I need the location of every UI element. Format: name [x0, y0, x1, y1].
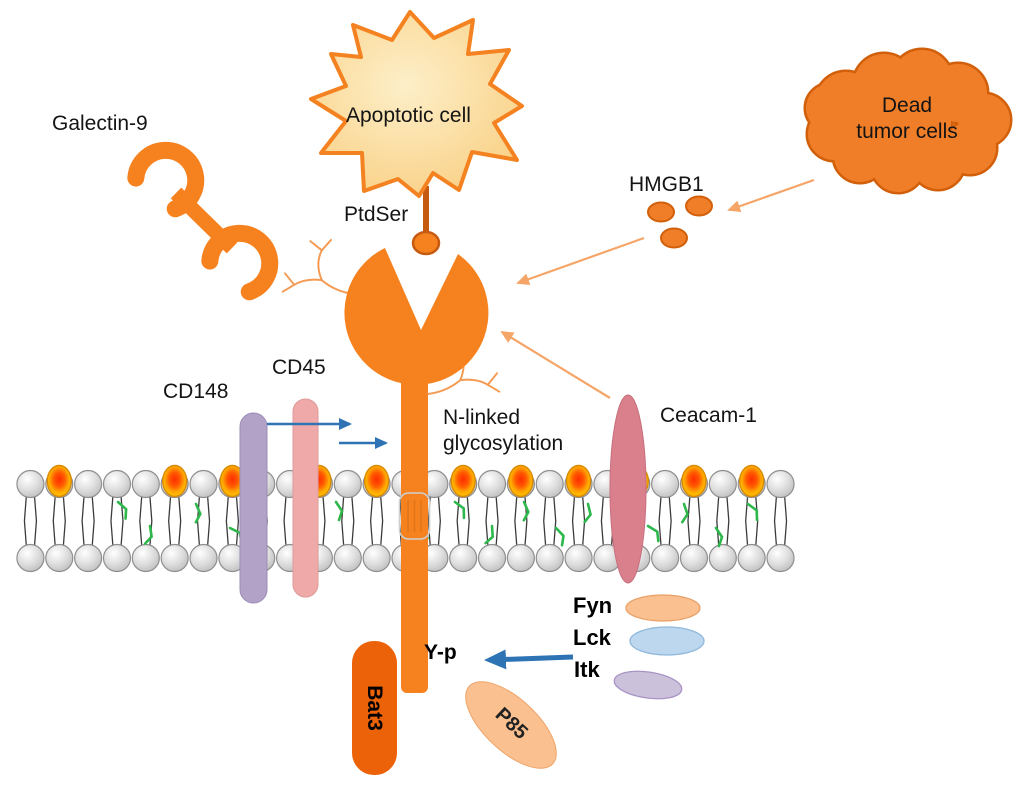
ceacam1-protein [609, 394, 647, 584]
fyn-oval [625, 594, 701, 622]
transmembrane-hatches [407, 500, 422, 532]
hmgb1-particles [647, 195, 713, 249]
transmembrane-region-outline [398, 492, 431, 540]
p85-protein [465, 681, 557, 769]
cd45-protein [292, 398, 319, 598]
dead-tumor-cells-shape [806, 50, 1010, 192]
receptor-head [344, 248, 489, 385]
arrow-dead-cells-to-hmgb1 [727, 178, 815, 212]
galectin9-cup-bottom [201, 224, 279, 301]
blue-arrows [267, 418, 574, 670]
itk-oval [613, 670, 683, 700]
apoptotic-cell-shape [309, 10, 524, 198]
arrow-hmgb1-to-receptor [516, 236, 645, 285]
bat3-protein [352, 641, 397, 775]
orange-arrows [500, 178, 815, 399]
n-glycan-left [281, 238, 355, 295]
arrow-kinases-to-phospho [484, 649, 574, 670]
galectin9-cup-top [127, 141, 205, 218]
galectin9-molecule [127, 141, 279, 301]
ptdser-knob [411, 230, 441, 256]
cd148-protein [239, 412, 268, 604]
arrow-ceacam1-to-receptor [500, 330, 611, 399]
lck-oval [629, 626, 705, 656]
